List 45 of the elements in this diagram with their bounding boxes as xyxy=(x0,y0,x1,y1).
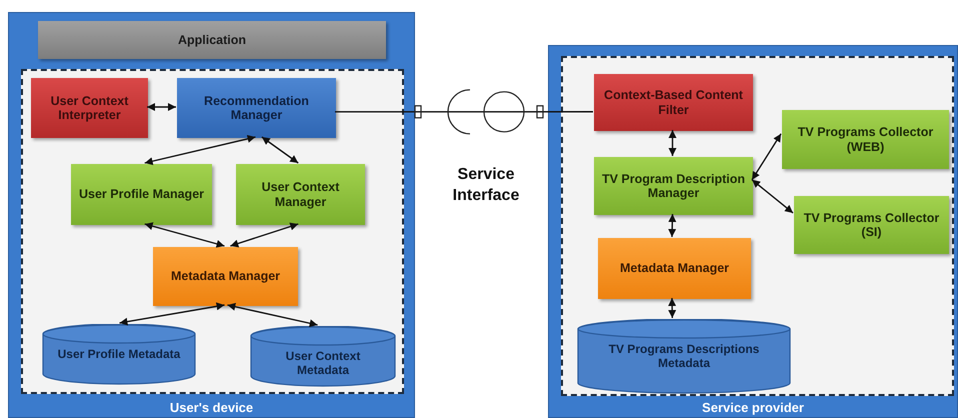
double-arrow xyxy=(119,302,225,326)
double-arrow xyxy=(227,302,318,328)
double-arrow xyxy=(668,214,676,238)
database-cylinder xyxy=(577,319,791,394)
node-label: TV Programs Descriptions Metadata xyxy=(608,343,760,371)
node-label: TV Program Description Manager xyxy=(600,172,746,200)
component-box xyxy=(594,157,753,215)
node-label: User Context Manager xyxy=(260,180,340,209)
node-label: User Context Interpreter xyxy=(50,94,130,122)
node-label: Metadata Manager xyxy=(170,269,280,284)
component-box xyxy=(598,238,751,299)
database-cylinder xyxy=(250,326,396,387)
double-arrow xyxy=(751,133,782,180)
component-box xyxy=(594,74,753,131)
component-box xyxy=(177,78,336,138)
panel-label: Service provider xyxy=(701,400,805,415)
node-label: Metadata Manager xyxy=(620,261,730,276)
double-arrow xyxy=(144,134,256,166)
node-label: Application xyxy=(178,32,246,48)
application-bar xyxy=(38,21,386,59)
double-arrow xyxy=(752,179,794,214)
node-label: TV Programs Collector (WEB) xyxy=(796,125,934,154)
double-arrow xyxy=(668,298,676,318)
node-label: TV Programs Collector (SI) xyxy=(802,210,940,240)
container-panel xyxy=(8,12,415,418)
node-label: User Profile Manager xyxy=(78,187,204,202)
database-cylinder xyxy=(42,324,196,385)
node-label: User Context Metadata xyxy=(284,350,362,378)
double-arrow xyxy=(147,103,176,111)
node-label: Context-Based Content Filter xyxy=(603,88,744,117)
double-arrow xyxy=(230,222,298,248)
panel-label: User's device xyxy=(168,400,254,415)
component-box xyxy=(31,78,148,138)
node-label: Recommendation Manager xyxy=(203,94,310,122)
component-box xyxy=(794,196,949,254)
component-box xyxy=(71,164,212,225)
component-box xyxy=(153,247,298,306)
component-box xyxy=(236,164,365,225)
double-arrow xyxy=(668,130,676,156)
connector-line xyxy=(335,111,593,112)
node-label: User Profile Metadata xyxy=(56,348,182,362)
component-box xyxy=(782,110,949,169)
double-arrow xyxy=(261,136,299,164)
interface-label: Service Interface xyxy=(452,165,520,206)
double-arrow xyxy=(144,222,225,248)
